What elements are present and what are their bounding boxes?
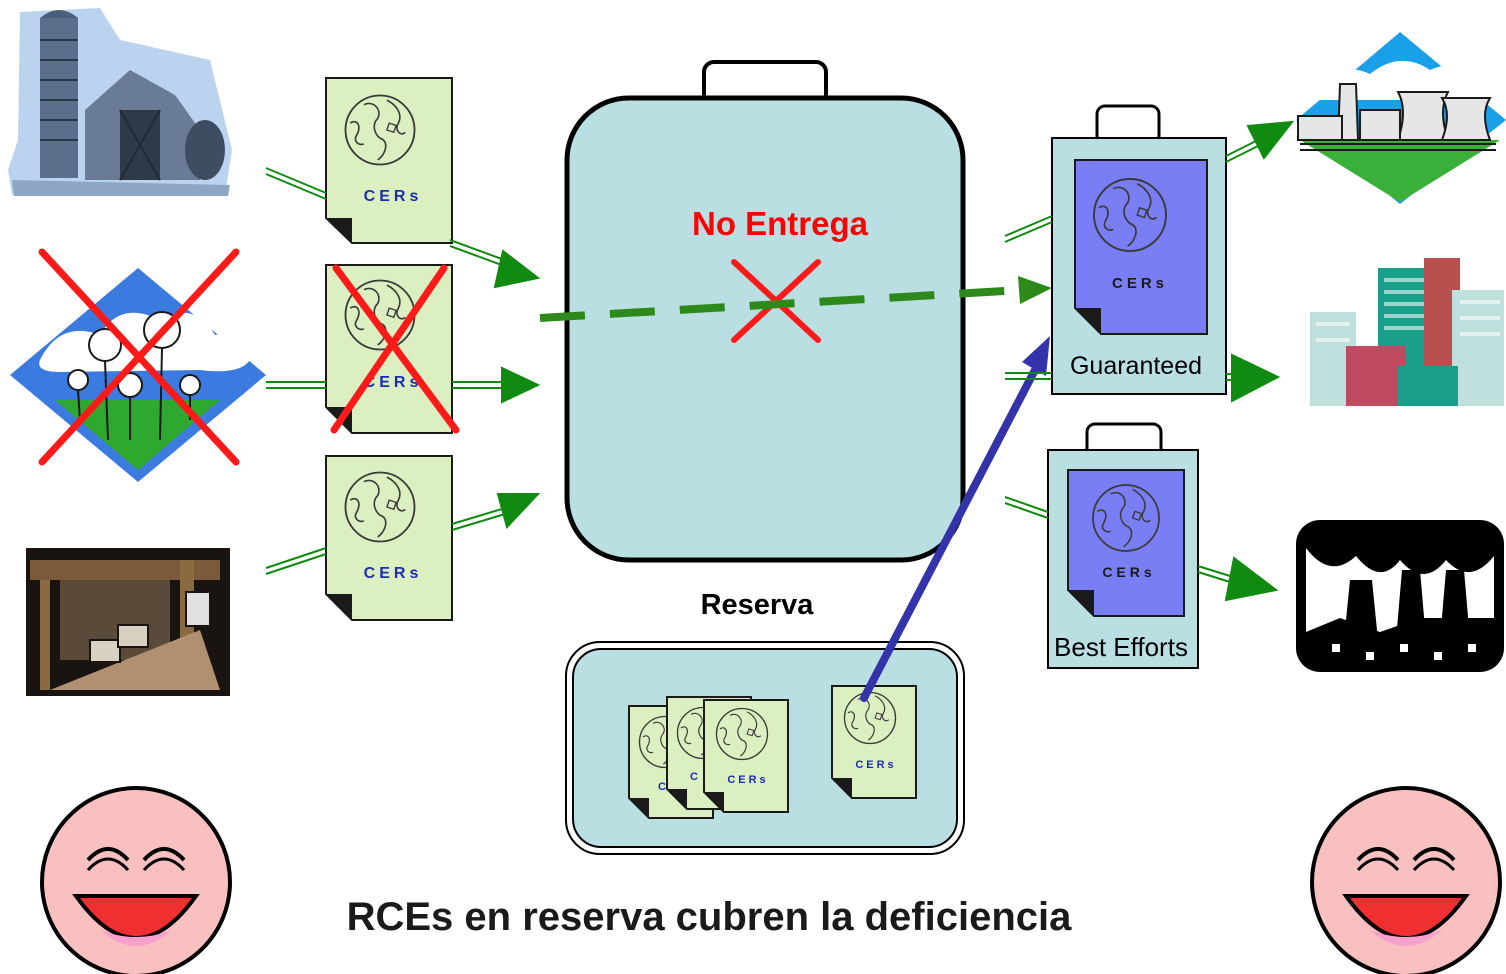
reserve-label: Reserva <box>701 589 815 621</box>
factory-icon <box>1296 520 1504 672</box>
certificate-document: CERs <box>831 685 917 799</box>
farm-barn-icon <box>8 8 232 196</box>
no-delivery-label: No Entrega <box>692 205 869 242</box>
happy-face-icon <box>1310 786 1502 974</box>
dashed-delivery-arrow <box>539 276 1052 322</box>
certificate-document: CERs <box>325 455 453 621</box>
failure-cross-icon <box>38 248 240 466</box>
failure-cross-icon <box>330 264 460 434</box>
svg-text:C: C <box>658 781 669 793</box>
cer-label: CERs <box>1102 564 1155 580</box>
caption: RCEs en reserva cubren la deficiencia <box>347 895 1073 939</box>
best-efforts-bag: CERs <box>1047 422 1199 669</box>
cer-label: CERs <box>727 774 768 786</box>
certificate-document: CERs <box>325 77 453 244</box>
flow-arrow <box>1005 353 1281 403</box>
cer-label: CERs <box>364 374 423 391</box>
flow-arrow <box>1004 120 1295 243</box>
flow-arrow <box>265 167 541 289</box>
best-efforts-label: Best Efforts <box>1054 632 1188 662</box>
flow-arrow <box>265 493 541 575</box>
flow-arrow <box>266 366 541 404</box>
guaranteed-label: Guaranteed <box>1070 352 1202 380</box>
certificate-document: CERs <box>703 699 789 813</box>
city-buildings-icon <box>1310 258 1504 406</box>
reserve-cover-arrow <box>860 336 1050 702</box>
happy-face-icon <box>40 786 232 974</box>
cer-label: CERs <box>1112 275 1168 292</box>
coal-mine-icon <box>26 548 230 696</box>
guaranteed-bag: CERs <box>1051 104 1227 395</box>
cer-label: CERs <box>855 759 896 771</box>
power-plant-icon <box>1296 32 1506 204</box>
svg-text:C: C <box>690 771 701 783</box>
flow-arrow <box>1004 496 1279 602</box>
cer-label: CERs <box>364 188 423 205</box>
reserve-bag <box>564 60 966 563</box>
cer-label: CERs <box>364 565 423 582</box>
